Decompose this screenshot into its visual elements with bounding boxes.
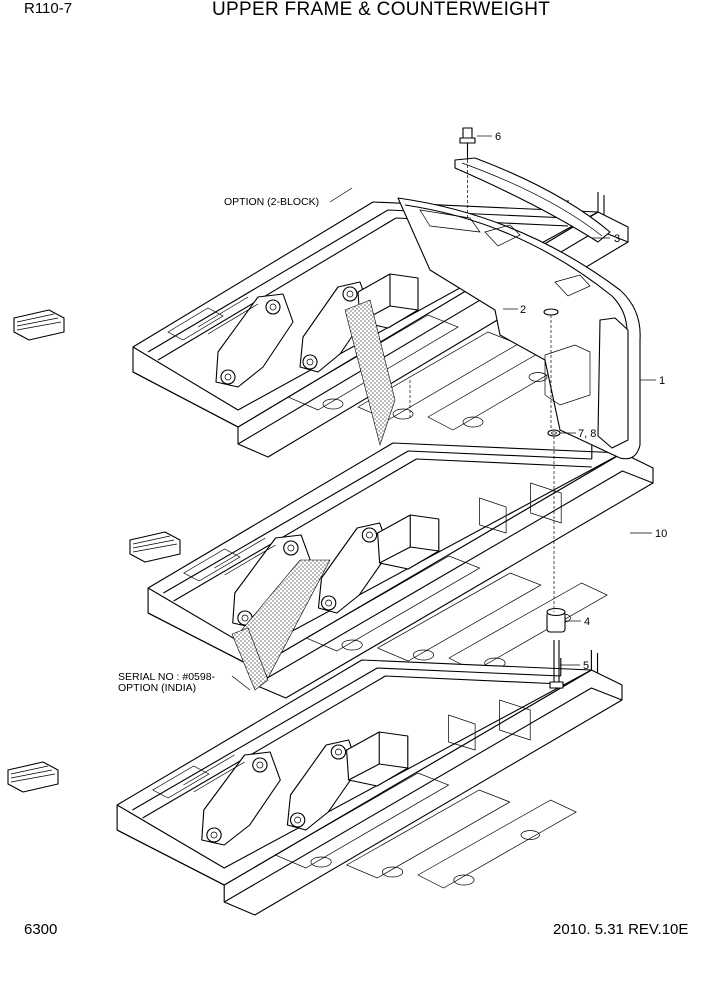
callout-2: 2 xyxy=(520,304,526,316)
callout-4: 4 xyxy=(584,616,590,628)
note-serial-no: SERIAL NO : #0598- xyxy=(118,671,216,683)
revision-date: 2010. 5.31 REV.10E xyxy=(553,921,689,938)
callout-6: 6 xyxy=(495,131,501,143)
page-title: UPPER FRAME & COUNTERWEIGHT xyxy=(212,0,551,20)
callout-5: 5 xyxy=(583,660,589,672)
note-option-2-block: OPTION (2-BLOCK) xyxy=(224,196,319,208)
callout-3: 3 xyxy=(614,233,620,245)
callout-1: 1 xyxy=(659,375,665,387)
callout-10: 10 xyxy=(655,528,667,540)
callout-7-8: 7, 8 xyxy=(578,428,596,440)
note-option-india: OPTION (INDIA) xyxy=(118,682,196,694)
page-number: 6300 xyxy=(24,921,58,938)
model-number: R110-7 xyxy=(24,0,73,17)
